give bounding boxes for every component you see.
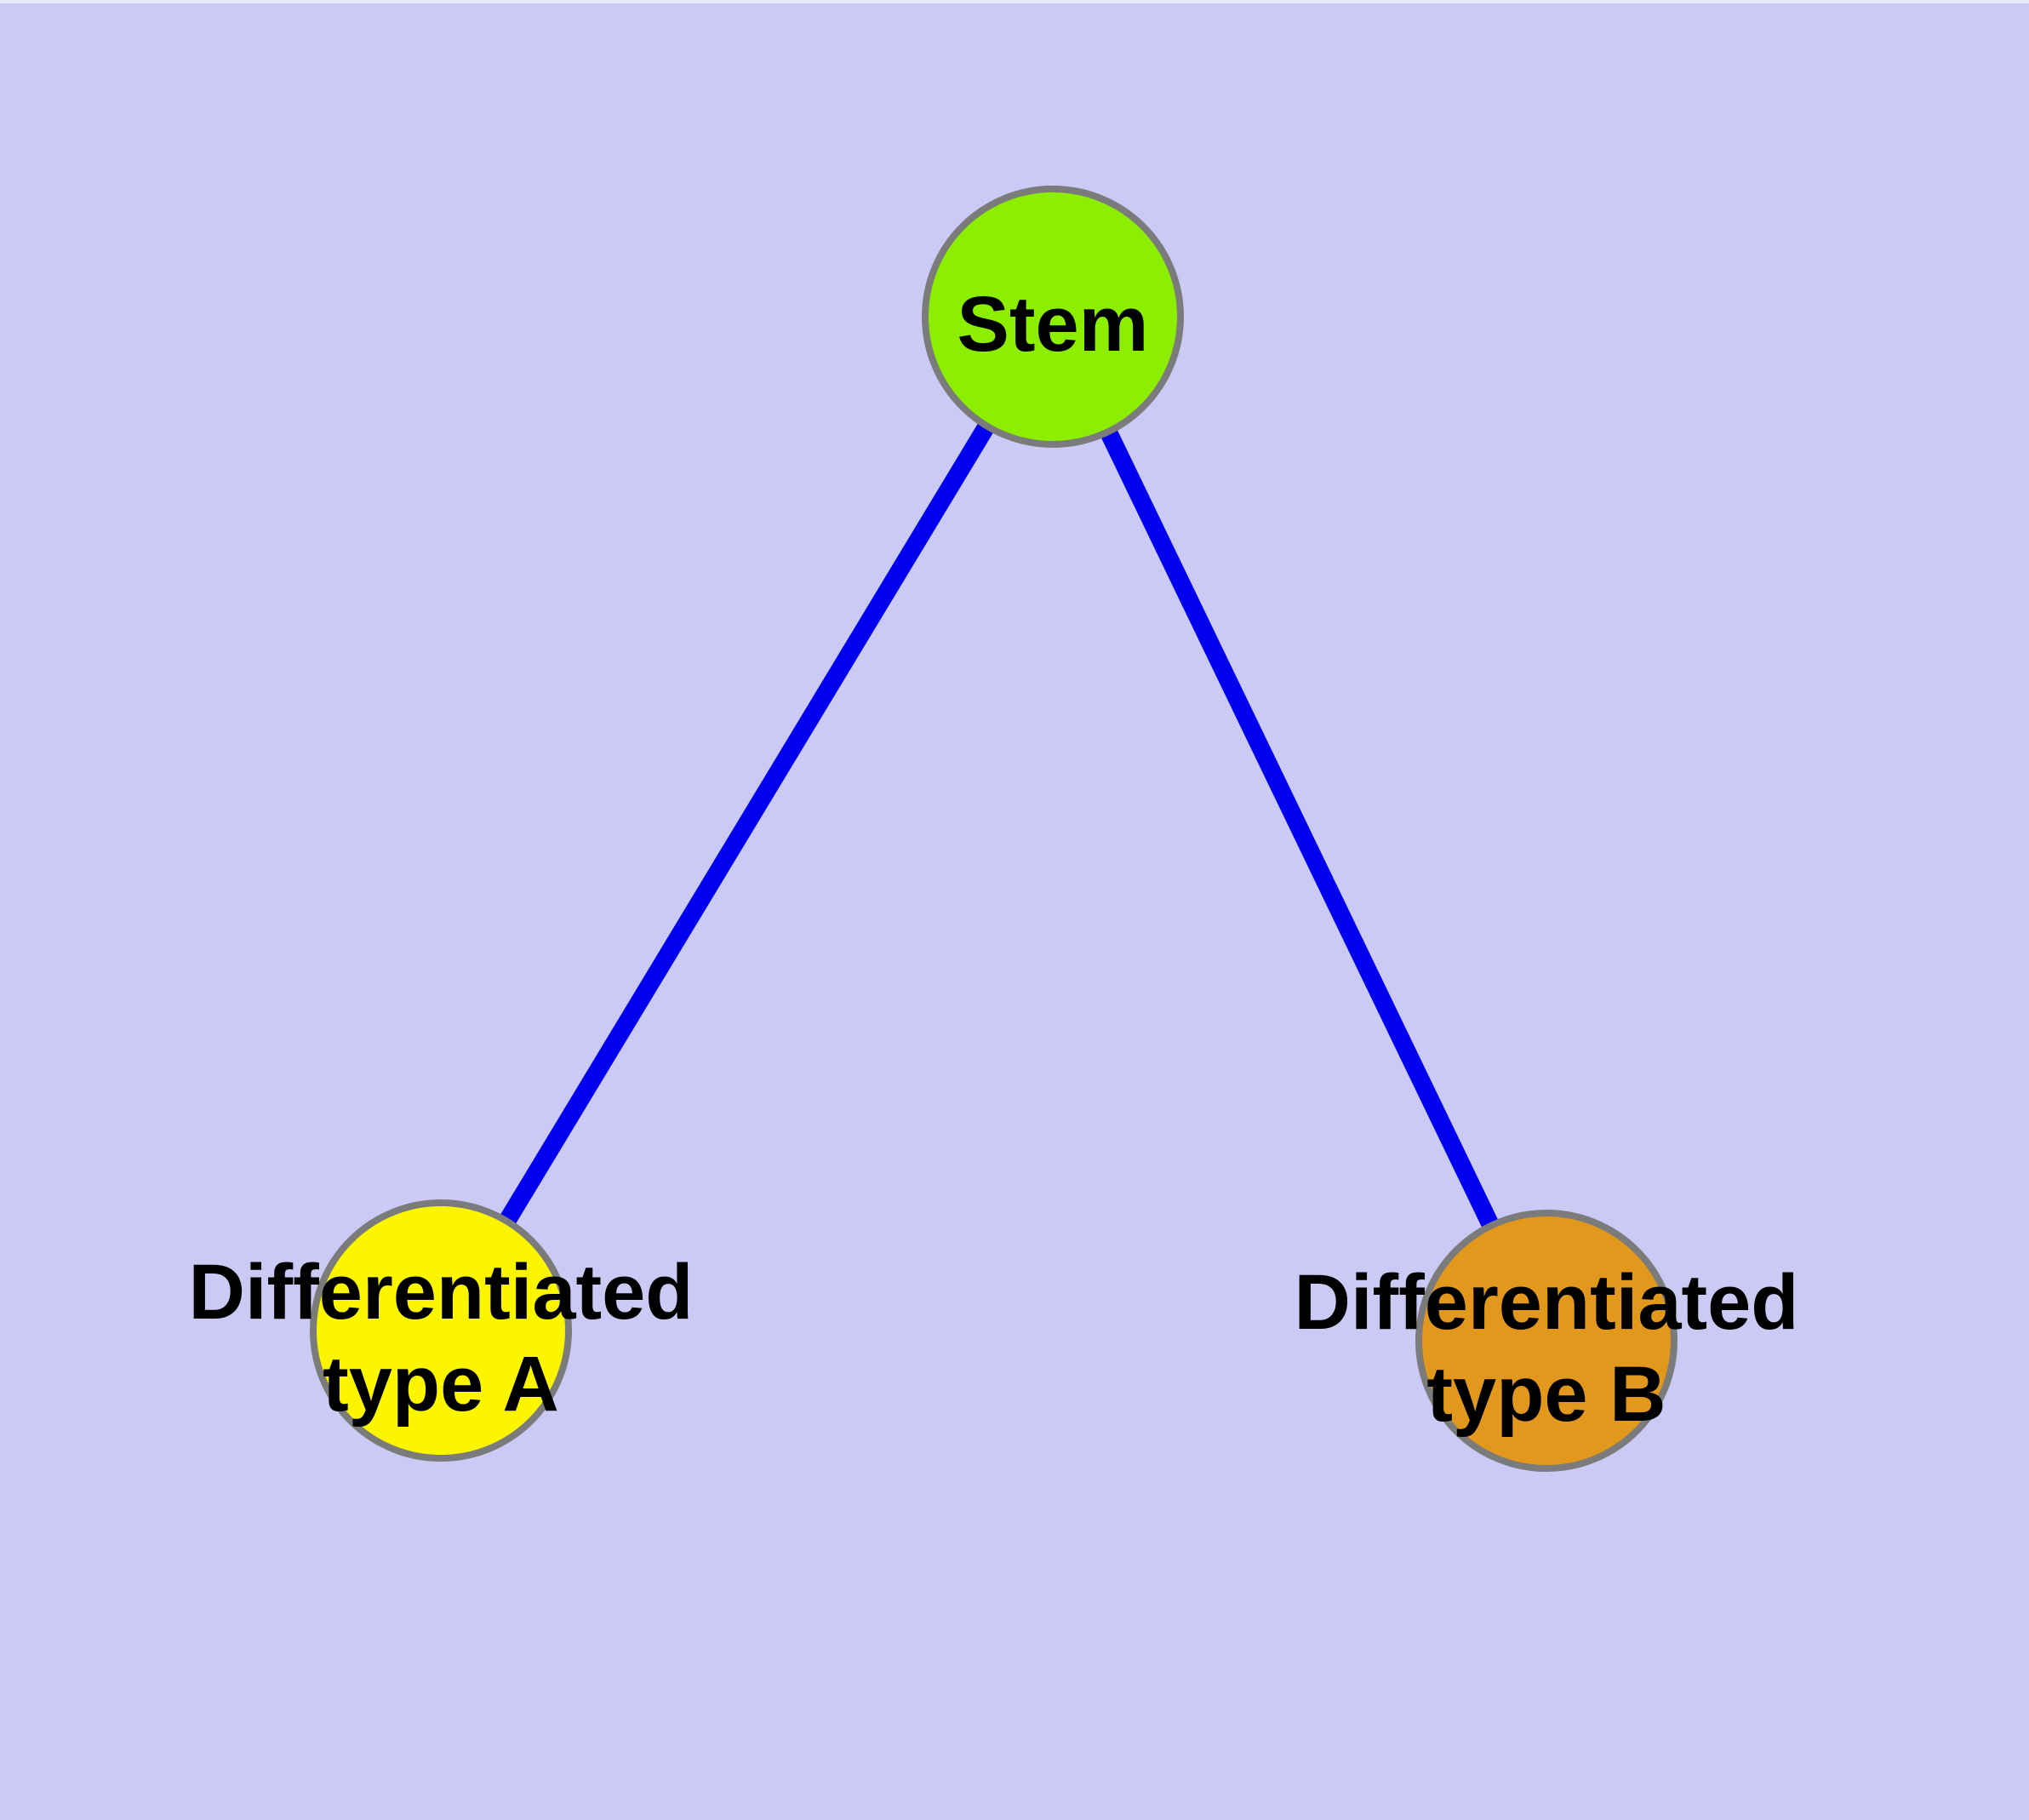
node-differentiated-type-b-circle: [1415, 1210, 1677, 1472]
node-differentiated-type-a-circle: [310, 1199, 572, 1462]
node-stem-label: Stem: [957, 281, 1149, 368]
edge-stem-to-differentiated-type-b: [1044, 312, 1555, 1345]
node-stem-circle: [922, 186, 1184, 448]
top-edge-highlight: [0, 0, 2029, 3]
node-stem: Stem: [922, 186, 1184, 448]
edge-stem-to-differentiated-type-a: [433, 312, 1060, 1336]
